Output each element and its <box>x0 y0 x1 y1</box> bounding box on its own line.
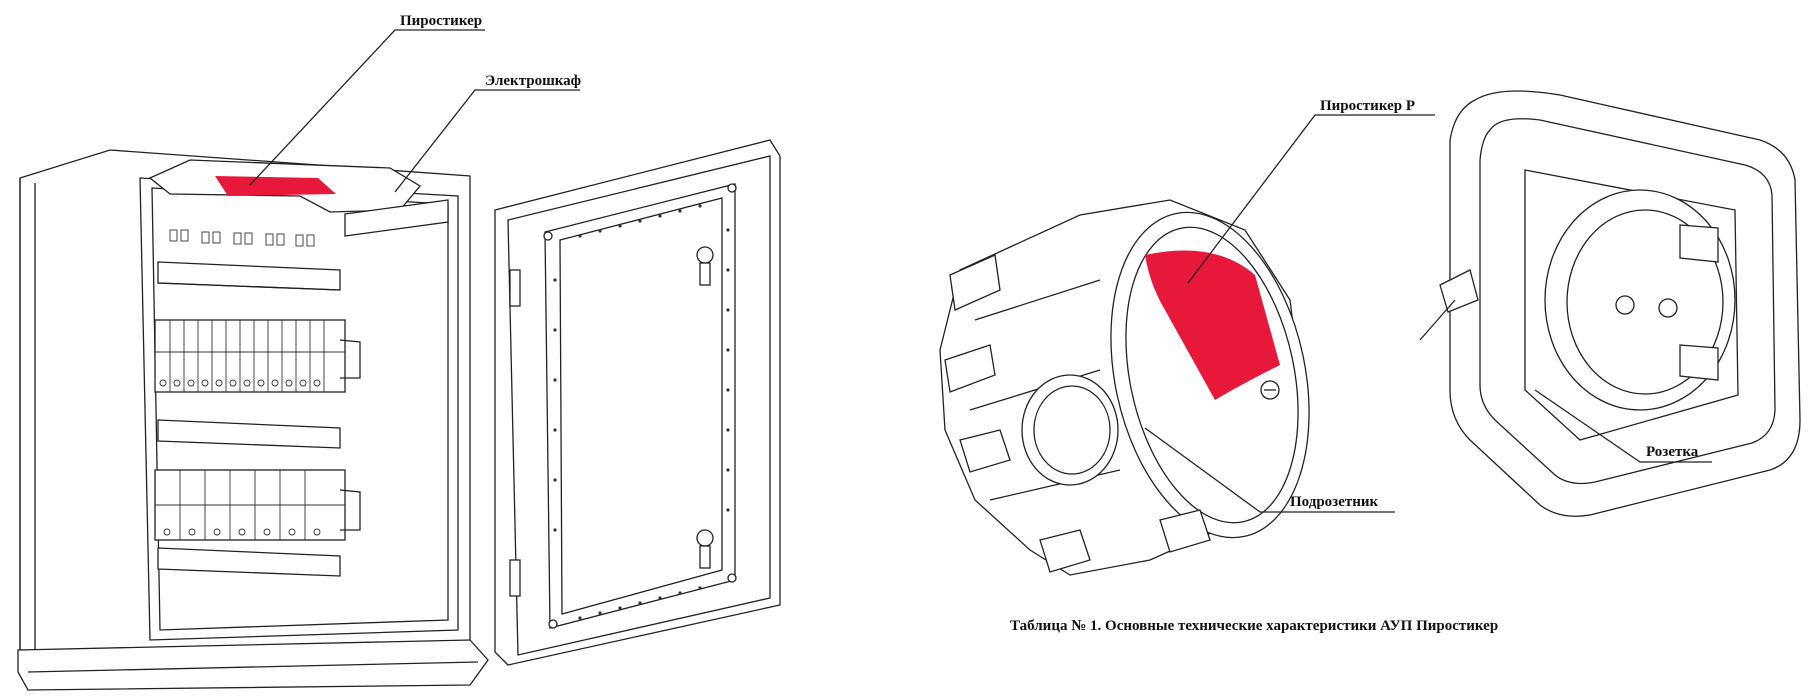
label-pirostiker-p: Пиростикер Р <box>1320 98 1415 114</box>
leader-pirostiker <box>249 29 485 186</box>
label-rozetka: Розетка <box>1646 444 1699 460</box>
label-podrozetnik: Подрозетник <box>1290 494 1379 510</box>
label-pirostiker: Пиростикер <box>400 13 482 29</box>
socket-pin-hole-right <box>1658 298 1678 318</box>
leader-podrozetnik <box>1144 427 1395 513</box>
left-leader-lines <box>249 29 580 193</box>
cable-duct-2 <box>157 419 341 449</box>
pirostiker-sticker-mark <box>215 176 336 196</box>
socket-box-illustration <box>939 199 1310 576</box>
cabinet-door <box>494 139 781 666</box>
label-elektroshkaf: Электрошкаф <box>485 73 581 89</box>
electrical-cabinet-illustration <box>17 139 781 691</box>
cable-duct-3 <box>157 547 341 577</box>
breaker-row-1 <box>154 319 361 393</box>
pirostiker-p-sticker-mark <box>1145 250 1280 400</box>
right-leader-lines <box>1144 114 1712 513</box>
socket-pin-hole-left <box>1615 295 1635 315</box>
table-caption: Таблица № 1. Основные технические характ… <box>1010 618 1498 634</box>
indicator-row <box>169 229 315 247</box>
leader-elektroshkaf <box>394 89 580 193</box>
leader-rozetka <box>1534 389 1712 463</box>
knockout-circle <box>1021 374 1119 486</box>
cabinet-base <box>17 639 489 691</box>
breaker-row-2 <box>154 469 361 541</box>
side-rail <box>344 199 449 237</box>
socket-illustration <box>1419 90 1801 517</box>
leader-pirostiker-p <box>1187 114 1435 284</box>
